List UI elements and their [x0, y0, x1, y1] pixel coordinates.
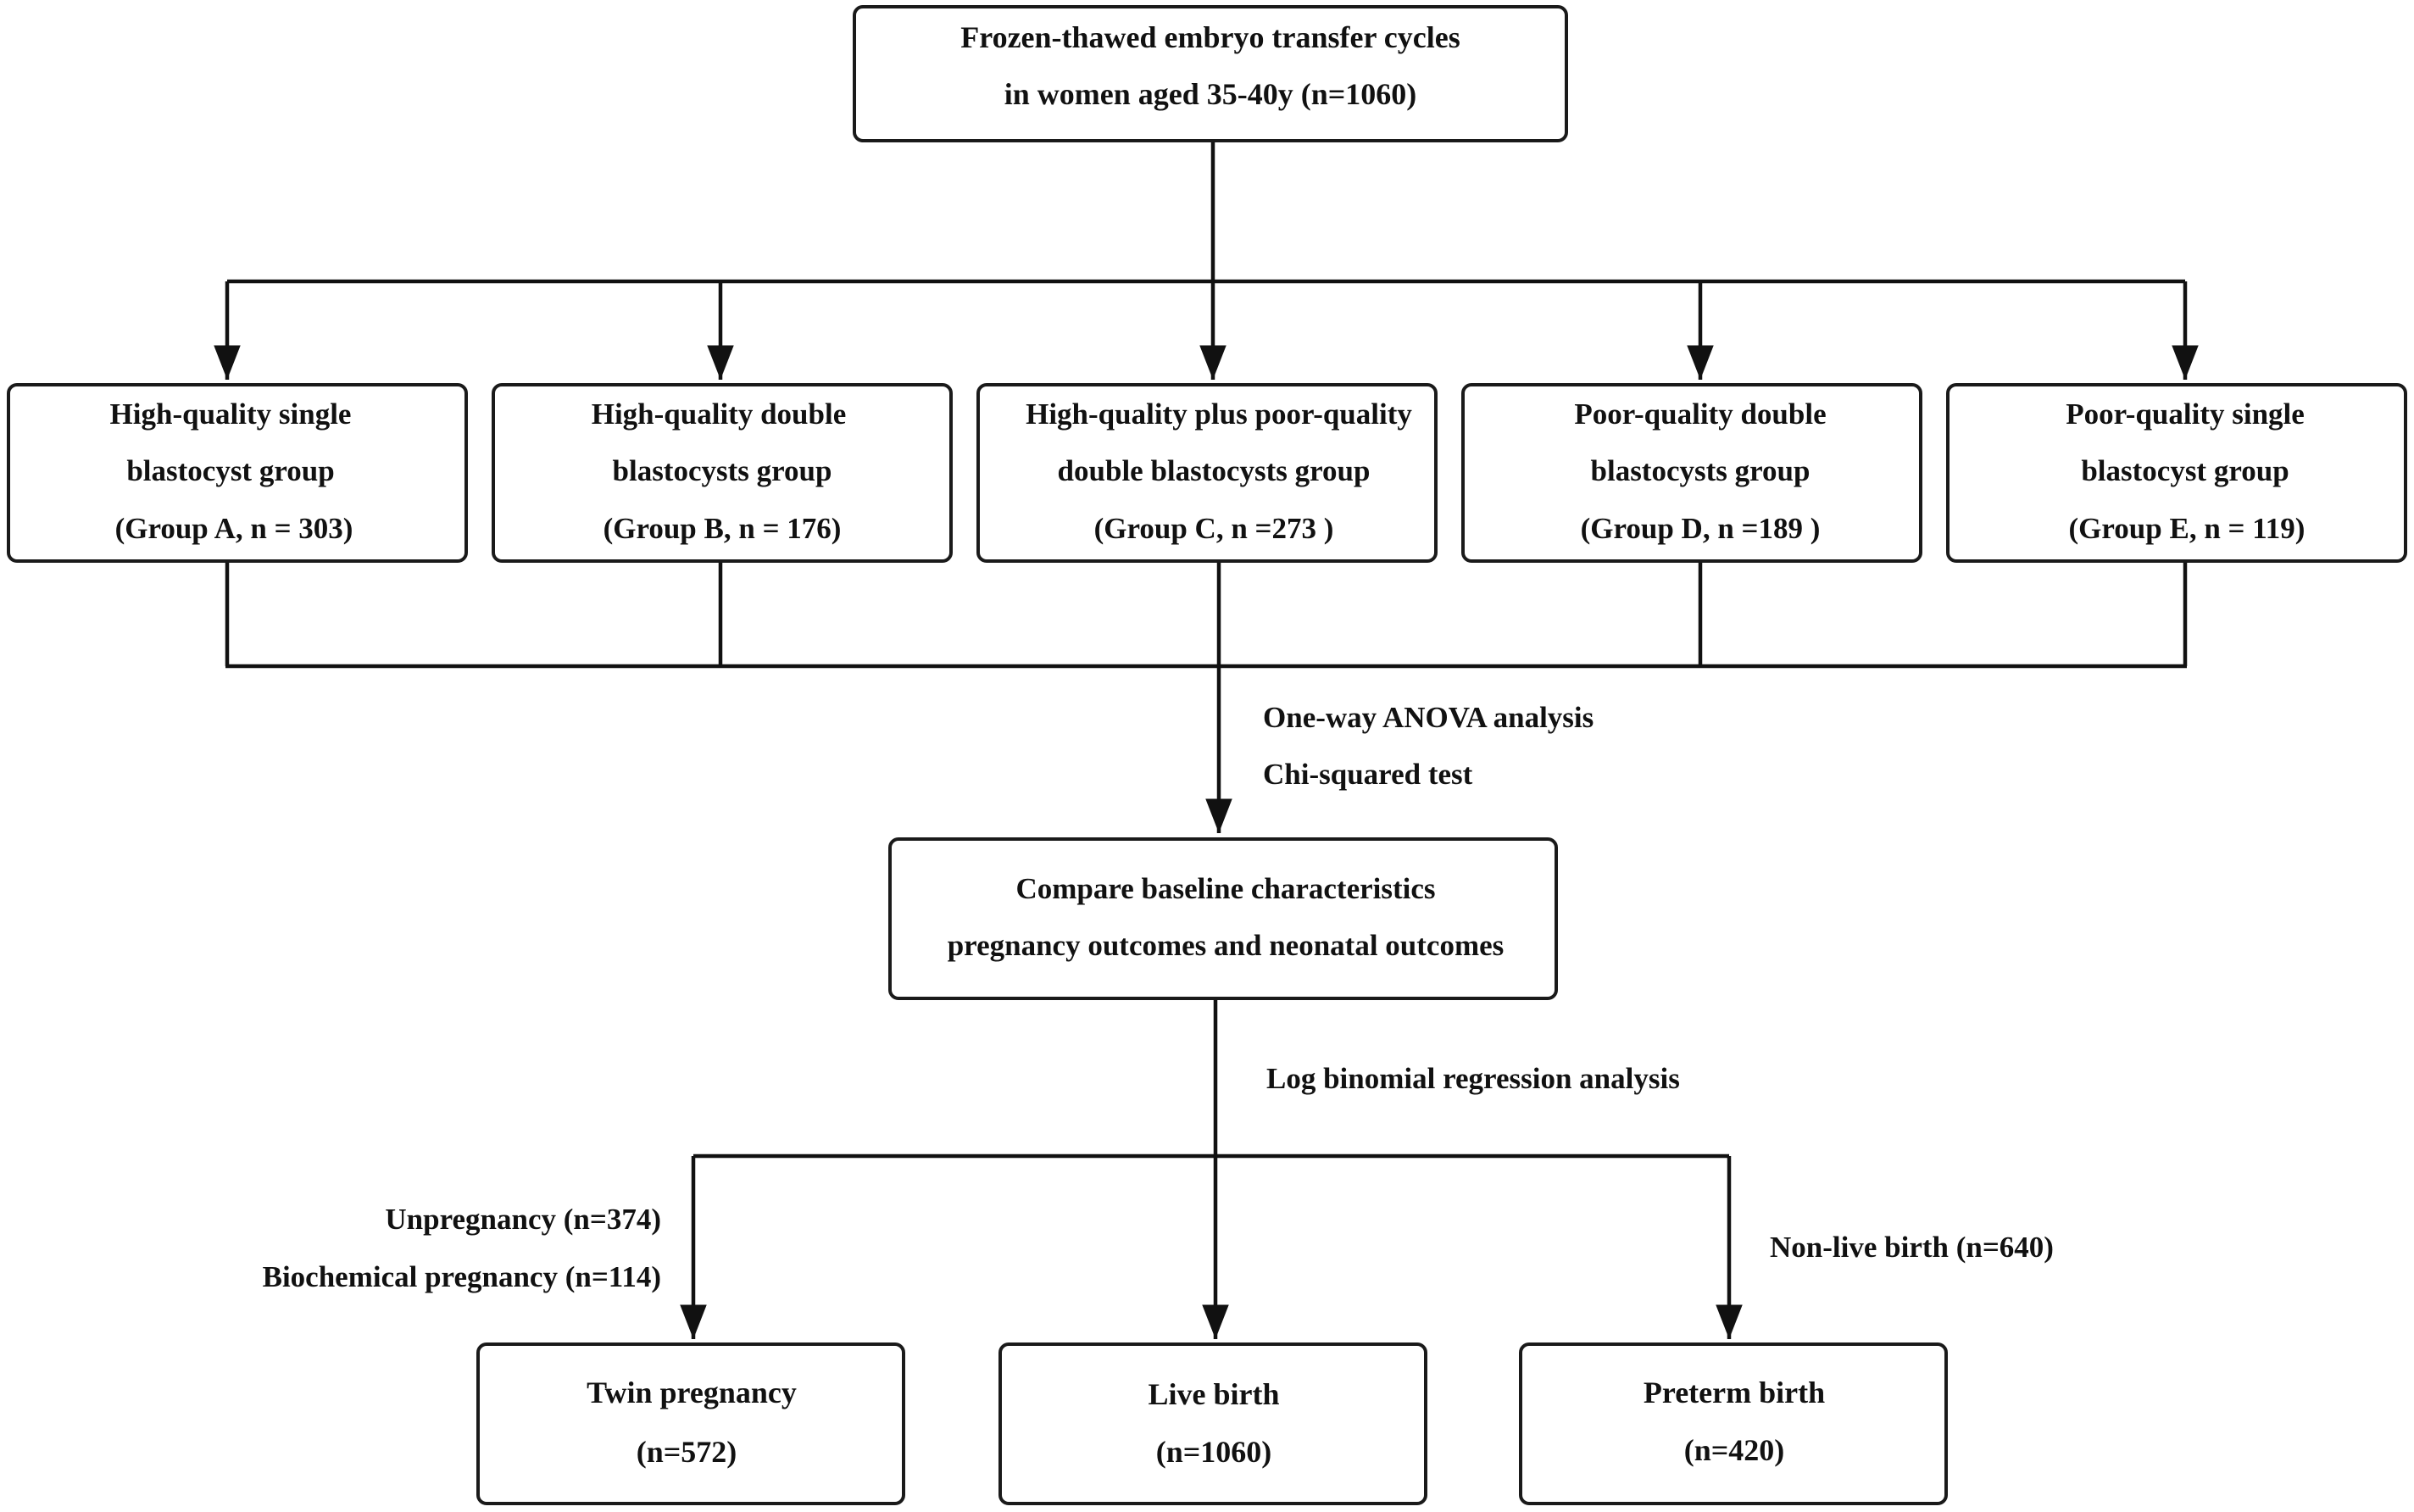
twin-pregnancy-line1: Twin pregnancy: [587, 1376, 797, 1409]
outcome-box-preterm-birth: Preterm birth (n=420): [1519, 1342, 1948, 1505]
top-box-line2: in women aged 35-40y (n=1060): [1004, 77, 1417, 111]
compare-box: Compare baseline characteristics pregnan…: [888, 837, 1558, 1000]
group-c-line3: (Group C, n =273 ): [1094, 512, 1334, 545]
group-c-line2: double blastocysts group: [1058, 454, 1371, 487]
group-b-line1: High-quality double: [592, 397, 847, 431]
group-a-line2: blastocyst group: [126, 454, 334, 487]
live-birth-line2: (n=1060): [1156, 1435, 1272, 1469]
group-d-line2: blastocysts group: [1591, 454, 1810, 487]
group-d-line1: Poor-quality double: [1574, 397, 1826, 431]
regression-label: Log binomial regression analysis: [1266, 1062, 1680, 1095]
top-box-line1: Frozen-thawed embryo transfer cycles: [960, 20, 1460, 54]
live-birth-line1: Live birth: [1148, 1377, 1279, 1411]
compare-line1: Compare baseline characteristics: [1015, 872, 1435, 905]
group-e-line3: (Group E, n = 119): [2069, 512, 2306, 545]
group-a-line1: High-quality single: [110, 397, 352, 431]
group-e-line2: blastocyst group: [2081, 454, 2289, 487]
group-e-line1: Poor-quality single: [2066, 397, 2305, 431]
top-box: Frozen-thawed embryo transfer cycles in …: [853, 5, 1568, 142]
method-chi-squared-label: Chi-squared test: [1263, 758, 1473, 791]
connectors: [214, 141, 2199, 1339]
outcome-box-twin-pregnancy: Twin pregnancy (n=572): [476, 1342, 905, 1505]
group-box-a: High-quality single blastocyst group (Gr…: [7, 383, 468, 563]
group-a-line3: (Group A, n = 303): [115, 512, 353, 545]
twin-pregnancy-line2: (n=572): [637, 1435, 737, 1469]
preterm-birth-line1: Preterm birth: [1644, 1376, 1825, 1409]
preterm-birth-line2: (n=420): [1684, 1433, 1785, 1467]
group-box-e: Poor-quality single blastocyst group (Gr…: [1946, 383, 2407, 563]
group-box-c: High-quality plus poor-quality double bl…: [976, 383, 1438, 563]
method-anova-label: One-way ANOVA analysis: [1263, 701, 1594, 734]
exclusion-biochemical-label: Biochemical pregnancy (n=114): [263, 1260, 661, 1293]
compare-line2: pregnancy outcomes and neonatal outcomes: [948, 929, 1505, 962]
outcome-box-live-birth: Live birth (n=1060): [998, 1342, 1427, 1505]
group-c-line1: High-quality plus poor-quality: [1026, 397, 1412, 431]
group-b-line3: (Group B, n = 176): [604, 512, 842, 545]
exclusion-unpregnancy-label: Unpregnancy (n=374): [385, 1203, 661, 1236]
group-box-d: Poor-quality double blastocysts group (G…: [1461, 383, 1922, 563]
group-box-b: High-quality double blastocysts group (G…: [492, 383, 953, 563]
group-b-line2: blastocysts group: [613, 454, 832, 487]
group-d-line3: (Group D, n =189 ): [1581, 512, 1821, 545]
exclusion-non-live-birth-label: Non-live birth (n=640): [1770, 1231, 2054, 1264]
